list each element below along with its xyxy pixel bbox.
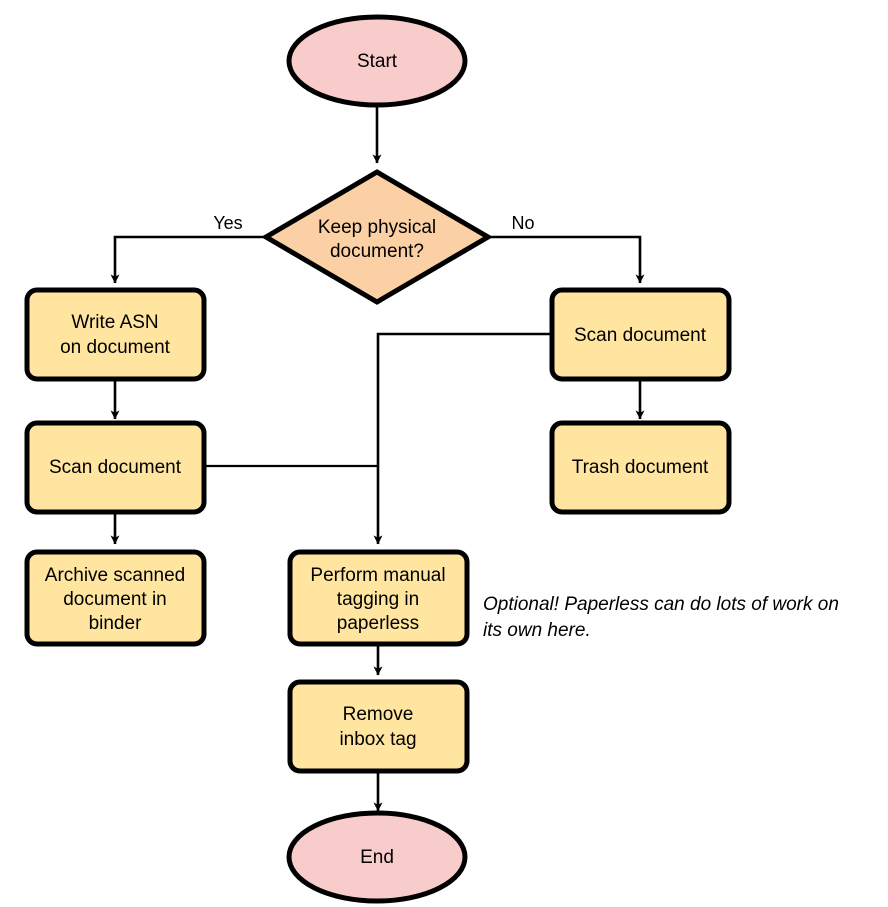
archive-label-line1: Archive scanned	[45, 565, 185, 586]
edge-decision-no-to-scan-right	[490, 235, 645, 284]
start-ellipse	[286, 14, 468, 108]
edge-label-no: No	[511, 213, 534, 233]
node-perform-manual-tagging[interactable]: Perform manual tagging in paperless	[287, 549, 470, 647]
edge-scan-right-to-tagging	[373, 332, 552, 545]
write-asn-box	[24, 287, 207, 382]
scan-document-right-label: Scan document	[574, 325, 707, 346]
remove-inbox-label-line2: inbox tag	[339, 729, 416, 750]
start-label: Start	[357, 51, 398, 72]
remove-inbox-label-line1: Remove	[343, 704, 414, 725]
edge-decision-yes-to-write-asn	[110, 235, 264, 284]
node-archive-scanned-document[interactable]: Archive scanned document in binder	[24, 549, 207, 647]
archive-label-line2: document in	[63, 589, 167, 610]
node-start[interactable]: Start	[286, 14, 468, 108]
archive-label-line3: binder	[89, 613, 142, 634]
edge-label-yes: Yes	[213, 213, 242, 233]
scan-document-left-box	[24, 420, 207, 515]
annotation-optional-note: Optional! Paperless can do lots of work …	[483, 594, 839, 641]
remove-inbox-box	[287, 679, 470, 774]
tagging-label-line1: Perform manual	[310, 565, 445, 586]
node-trash-document[interactable]: Trash document	[549, 420, 732, 515]
trash-document-label: Trash document	[572, 457, 709, 478]
scan-document-left-label: Scan document	[49, 457, 182, 478]
end-ellipse	[286, 810, 468, 904]
write-asn-label-line1: Write ASN	[71, 312, 158, 333]
archive-box	[24, 549, 207, 647]
node-scan-document-left[interactable]: Scan document	[24, 420, 207, 515]
tagging-box	[287, 549, 470, 647]
tagging-label-line2: tagging in	[337, 589, 419, 610]
decision-diamond	[261, 169, 493, 305]
trash-document-box	[549, 420, 732, 515]
decision-label-line1: Keep physical	[318, 217, 436, 238]
end-label: End	[360, 847, 394, 868]
node-remove-inbox-tag[interactable]: Remove inbox tag	[287, 679, 470, 774]
optional-note-line2: its own here.	[483, 620, 591, 641]
node-end[interactable]: End	[286, 810, 468, 904]
node-decision-keep-physical-document[interactable]: Keep physical document?	[261, 169, 493, 305]
scan-document-right-box	[549, 287, 732, 382]
node-scan-document-right[interactable]: Scan document	[549, 287, 732, 382]
write-asn-label-line2: on document	[60, 337, 171, 358]
tagging-label-line3: paperless	[337, 613, 419, 634]
node-write-asn-on-document[interactable]: Write ASN on document	[24, 287, 207, 382]
decision-label-line2: document?	[330, 241, 424, 262]
optional-note-line1: Optional! Paperless can do lots of work …	[483, 594, 839, 615]
